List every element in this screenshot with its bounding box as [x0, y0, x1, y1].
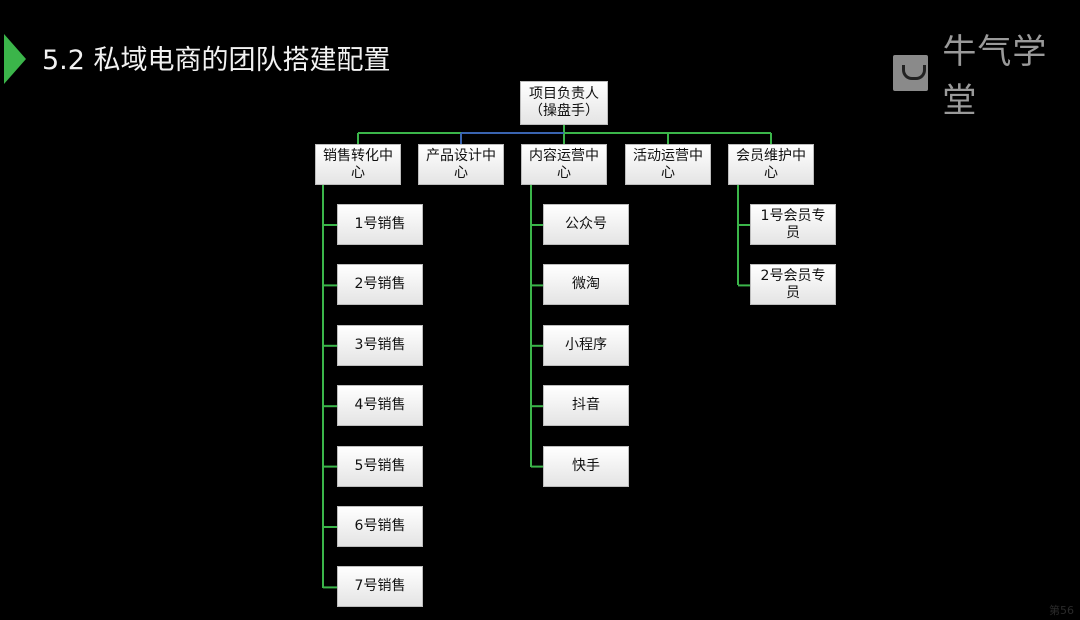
- org-member-node: 微淘: [543, 264, 629, 306]
- org-member-node: 1号销售: [337, 204, 423, 245]
- org-member-node: 3号销售: [337, 324, 423, 366]
- org-center-node: 销售转化中心: [315, 144, 401, 185]
- org-member-node: 小程序: [543, 324, 629, 366]
- logo-text: 牛气学堂: [942, 32, 1048, 121]
- org-center-node: 活动运营中心: [625, 144, 711, 185]
- org-member-node: 2号销售: [337, 264, 423, 306]
- org-member-node: 抖音: [543, 385, 629, 427]
- org-member-node: 4号销售: [337, 385, 423, 427]
- org-member-node: 6号销售: [337, 506, 423, 547]
- org-member-node: 7号销售: [337, 566, 423, 608]
- horns-logo-icon: [893, 55, 929, 91]
- page-number: 第56: [1049, 604, 1074, 617]
- org-member-node: 5号销售: [337, 445, 423, 487]
- org-member-node: 1号会员专员: [750, 204, 836, 245]
- org-member-node: 公众号: [543, 204, 629, 245]
- org-member-node: 快手: [543, 445, 629, 487]
- org-center-node: 产品设计中心: [418, 144, 504, 185]
- org-center-node: 会员维护中心: [728, 144, 814, 185]
- org-member-node: 2号会员专员: [750, 264, 836, 306]
- brand-logo: 牛气学堂: [893, 24, 1080, 122]
- title-marker-icon: [4, 34, 26, 84]
- org-center-node: 内容运营中心: [521, 144, 607, 185]
- slide-title: 5.2 私域电商的团队搭建配置: [42, 45, 391, 76]
- org-root-node: 项目负责人（操盘手）: [520, 81, 608, 125]
